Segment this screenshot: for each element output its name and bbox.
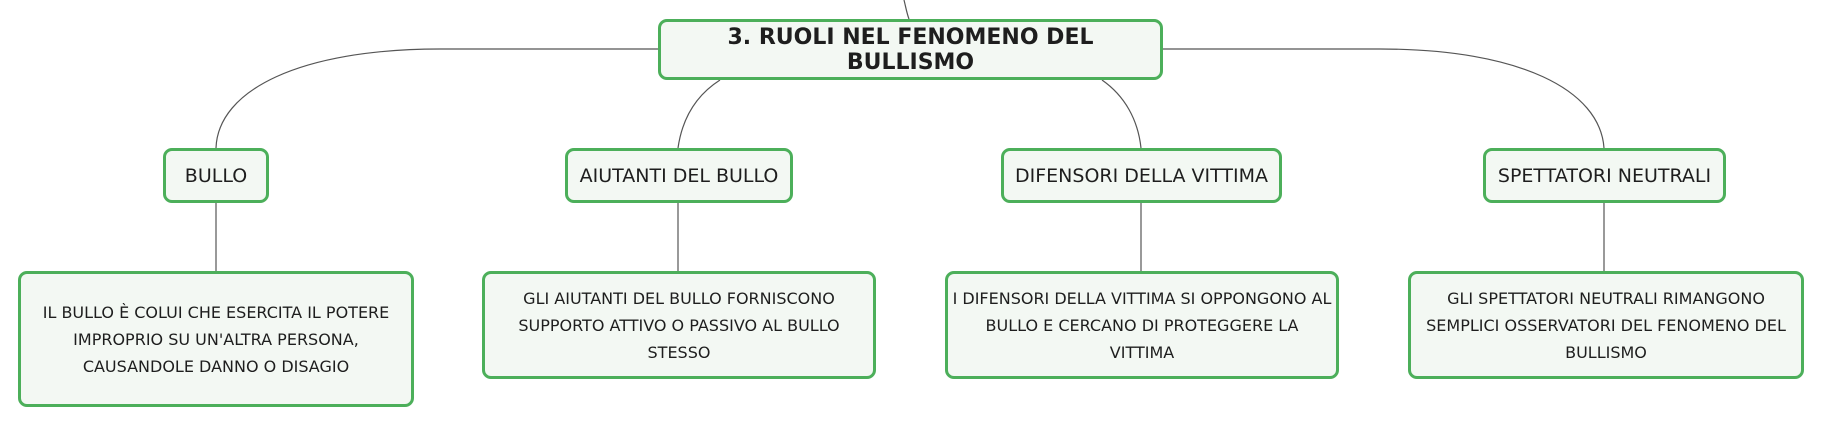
connector-root-spettatori — [1163, 48, 1605, 149]
desc-node-aiutanti[interactable]: GLI AIUTANTI DEL BULLO FORNISCONO SUPPOR… — [482, 271, 876, 379]
role-node-aiutanti[interactable]: AIUTANTI DEL BULLO — [565, 148, 793, 203]
connector-root-bullo — [215, 48, 658, 149]
root-node[interactable]: 3. RUOLI NEL FENOMENO DEL BULLISMO — [658, 19, 1163, 80]
connector-root-incoming — [903, 0, 910, 20]
role-label: AIUTANTI DEL BULLO — [579, 164, 779, 187]
connector-root-aiutanti — [677, 79, 721, 149]
desc-text: I DIFENSORI DELLA VITTIMA SI OPPONGONO A… — [952, 288, 1332, 362]
desc-node-spettatori[interactable]: GLI SPETTATORI NEUTRALI RIMANGONO SEMPLI… — [1408, 271, 1804, 379]
connector-root-difensori — [1101, 79, 1142, 149]
desc-node-difensori[interactable]: I DIFENSORI DELLA VITTIMA SI OPPONGONO A… — [945, 271, 1339, 379]
role-node-spettatori[interactable]: SPETTATORI NEUTRALI — [1483, 148, 1726, 203]
desc-text: GLI AIUTANTI DEL BULLO FORNISCONO SUPPOR… — [518, 288, 840, 362]
role-label: DIFENSORI DELLA VITTIMA — [1015, 164, 1268, 187]
role-node-difensori[interactable]: DIFENSORI DELLA VITTIMA — [1001, 148, 1282, 203]
role-label: BULLO — [184, 164, 248, 187]
role-node-bullo[interactable]: BULLO — [163, 148, 269, 203]
desc-text: IL BULLO È COLUI CHE ESERCITA IL POTERE … — [42, 302, 390, 376]
desc-text: GLI SPETTATORI NEUTRALI RIMANGONO SEMPLI… — [1426, 288, 1786, 362]
desc-node-bullo[interactable]: IL BULLO È COLUI CHE ESERCITA IL POTERE … — [18, 271, 414, 407]
root-label: 3. RUOLI NEL FENOMENO DEL BULLISMO — [727, 24, 1094, 75]
role-label: SPETTATORI NEUTRALI — [1497, 164, 1712, 187]
